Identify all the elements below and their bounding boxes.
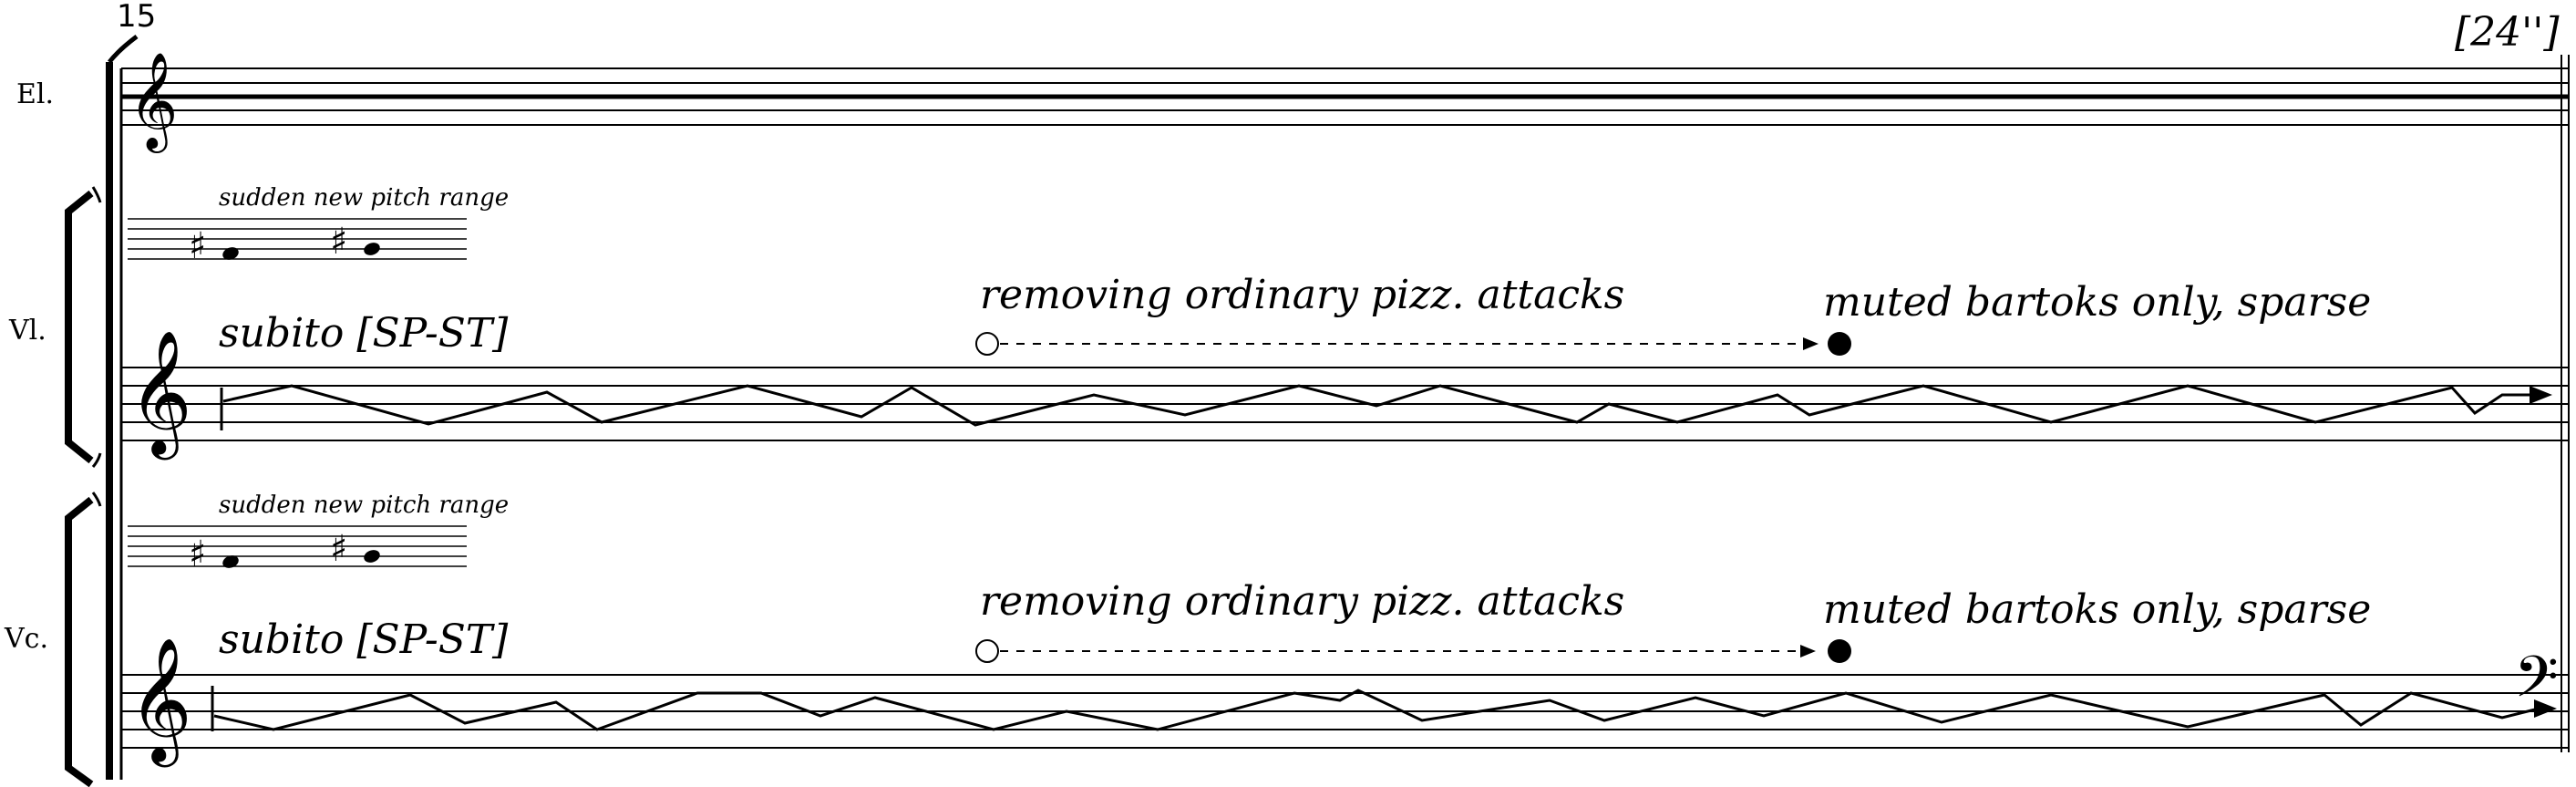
vl-zigzag-line xyxy=(222,384,2530,427)
vc-removing-label: removing ordinary pizz. attacks xyxy=(980,578,1625,625)
arrow-icon xyxy=(1803,337,1819,350)
bass-clef-icon: 𝄢 xyxy=(2514,643,2559,724)
vc-ossia-note-1 xyxy=(222,555,239,568)
measure-number: 15 xyxy=(117,0,157,35)
vl-end-arrow-icon xyxy=(2530,386,2552,404)
instrument-label-vl: Vl. xyxy=(9,315,46,347)
treble-clef-icon: 𝄞 xyxy=(129,51,179,149)
vc-ossia-staff xyxy=(128,525,467,568)
vc-muted-label: muted bartoks only, sparse xyxy=(1823,586,2372,633)
timing-mark: [24''] xyxy=(2455,9,2560,56)
instrument-label-el: El. xyxy=(16,78,55,110)
treble-clef-icon: 𝄞 xyxy=(129,328,192,454)
vl-removing-label: removing ordinary pizz. attacks xyxy=(980,272,1625,318)
filled-circle-icon xyxy=(1828,639,1851,663)
vc-subito-label: subito [SP-ST] xyxy=(219,616,509,663)
treble-clef-icon: 𝄞 xyxy=(129,636,192,761)
sharp-icon: ♯ xyxy=(330,528,348,570)
vc-pitch-range-note: sudden new pitch range xyxy=(219,492,510,519)
filled-circle-icon xyxy=(1828,332,1851,356)
vl-ossia-note-1 xyxy=(222,247,239,260)
vl-ossia-staff xyxy=(128,218,467,260)
vc-ossia-note-2 xyxy=(364,550,380,563)
sharp-icon: ♯ xyxy=(330,221,348,263)
vl-main-staff xyxy=(121,367,2569,441)
vl-bracket-icon xyxy=(65,190,94,464)
sharp-icon: ♯ xyxy=(189,533,207,575)
vl-pitch-range-note: sudden new pitch range xyxy=(219,184,510,212)
instrument-label-vc: Vc. xyxy=(5,623,49,655)
open-circle-icon xyxy=(975,332,999,356)
arrow-icon xyxy=(1800,645,1816,658)
el-staff xyxy=(121,67,2569,126)
vl-muted-label: muted bartoks only, sparse xyxy=(1823,279,2372,326)
vl-ossia-note-2 xyxy=(364,243,380,255)
sharp-icon: ♯ xyxy=(189,225,207,267)
open-circle-icon xyxy=(975,639,999,663)
vl-subito-label: subito [SP-ST] xyxy=(219,310,509,357)
bracket-top-hook-icon xyxy=(108,35,139,64)
vc-main-staff xyxy=(121,674,2569,749)
vc-zigzag-line xyxy=(213,689,2540,731)
vc-end-arrow-icon xyxy=(2534,699,2557,718)
vc-bracket-icon xyxy=(65,496,94,787)
